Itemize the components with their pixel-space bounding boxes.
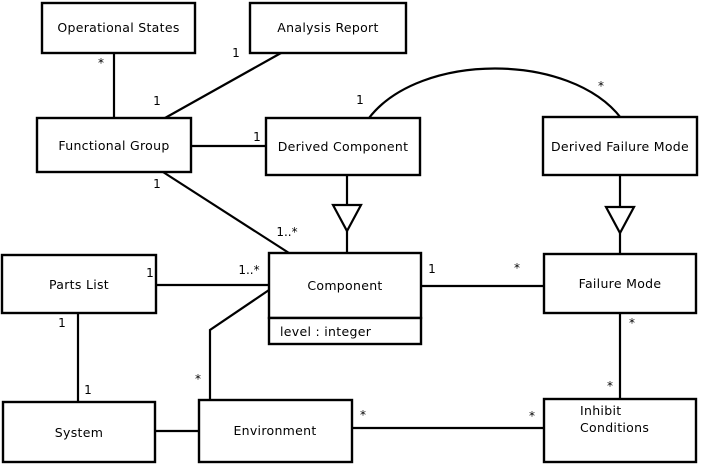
class-rect-component-name[interactable] bbox=[267, 251, 423, 320]
class-rect-component-attributes[interactable] bbox=[267, 316, 423, 346]
class-box-failure-mode[interactable]: Failure Mode bbox=[542, 252, 698, 315]
class-label-system: System bbox=[55, 425, 103, 440]
class-rect-inhibit-conditions[interactable] bbox=[542, 397, 698, 464]
class-label-functional-group: Functional Group bbox=[58, 138, 169, 153]
multiplicity-parts-list-system-1-top: 1 bbox=[58, 316, 66, 330]
multiplicity-component-from-functional-group-1star: 1..* bbox=[276, 225, 297, 239]
multiplicity-derived-component-arc-1: 1 bbox=[356, 93, 364, 107]
association-analysis-report-functional-group[interactable] bbox=[164, 52, 282, 119]
multiplicity-parts-list-system-1-bottom: 1 bbox=[84, 383, 92, 397]
multiplicity-functional-group-to-component-1: 1 bbox=[153, 177, 161, 191]
association-functional-group-component[interactable] bbox=[162, 171, 290, 254]
class-box-derived-component[interactable]: Derived Component bbox=[264, 116, 422, 177]
multiplicity-operational-states-star: * bbox=[98, 56, 104, 70]
multiplicity-component-failure-mode-1: 1 bbox=[428, 262, 436, 276]
multiplicity-functional-group-to-report-1: 1 bbox=[153, 94, 161, 108]
class-label-operational-states: Operational States bbox=[57, 20, 179, 35]
multiplicity-component-from-parts-list-1star: 1..* bbox=[238, 263, 259, 277]
class-label-environment: Environment bbox=[233, 423, 316, 438]
class-box-derived-failure-mode[interactable]: Derived Failure Mode bbox=[541, 115, 699, 177]
multiplicity-failure-mode-inhibit-star-top: * bbox=[629, 316, 635, 330]
class-label-failure-mode: Failure Mode bbox=[579, 276, 662, 291]
class-rect-operational-states[interactable] bbox=[40, 1, 197, 55]
class-box-analysis-report[interactable]: Analysis Report bbox=[248, 1, 408, 55]
class-label-analysis-report: Analysis Report bbox=[277, 20, 378, 35]
class-rect-analysis-report[interactable] bbox=[248, 1, 408, 55]
class-rect-functional-group[interactable] bbox=[35, 116, 193, 174]
class-label-derived-failure-mode: Derived Failure Mode bbox=[551, 139, 689, 154]
class-rect-parts-list[interactable] bbox=[0, 253, 158, 315]
multiplicity-derived-component-1: 1 bbox=[253, 130, 261, 144]
class-box-system[interactable]: System bbox=[1, 400, 157, 464]
class-label-derived-component: Derived Component bbox=[278, 139, 409, 154]
class-box-parts-list[interactable]: Parts List bbox=[0, 253, 158, 315]
class-label-inhibit-conditions-line2: Conditions bbox=[580, 420, 649, 435]
class-label-component: Component bbox=[307, 278, 382, 293]
generalization-arrow-derived-failure-mode-to-failure-mode[interactable] bbox=[604, 205, 636, 236]
multiplicity-environment-component-star: * bbox=[195, 372, 201, 386]
class-rect-derived-component[interactable] bbox=[264, 116, 422, 177]
class-box-functional-group[interactable]: Functional Group bbox=[35, 116, 193, 174]
class-label-inhibit-conditions-line1: Inhibit bbox=[580, 403, 621, 418]
multiplicity-failure-mode-inhibit-star-bottom: * bbox=[607, 379, 613, 393]
class-rect-system[interactable] bbox=[1, 400, 157, 464]
class-label-parts-list: Parts List bbox=[49, 277, 109, 292]
class-box-component[interactable]: Component level : integer bbox=[267, 251, 423, 346]
association-derived-component-derived-failure-mode[interactable] bbox=[368, 67, 622, 119]
class-rect-derived-failure-mode[interactable] bbox=[541, 115, 699, 177]
class-rect-failure-mode[interactable] bbox=[542, 252, 698, 315]
multiplicity-derived-failure-mode-arc-star: * bbox=[598, 79, 604, 93]
class-box-inhibit-conditions[interactable]: Inhibit Conditions bbox=[542, 397, 698, 464]
multiplicity-parts-list-component-1: 1 bbox=[146, 266, 154, 280]
class-box-operational-states[interactable]: Operational States bbox=[40, 1, 197, 55]
class-attribute-component-level: level : integer bbox=[280, 324, 372, 339]
multiplicity-failure-mode-from-component-star: * bbox=[514, 261, 520, 275]
multiplicity-analysis-report-1: 1 bbox=[232, 46, 240, 60]
association-component-environment[interactable] bbox=[208, 289, 270, 400]
class-box-environment[interactable]: Environment bbox=[197, 398, 354, 464]
generalization-arrow-derived-component-to-component[interactable] bbox=[331, 203, 363, 234]
class-rect-environment[interactable] bbox=[197, 398, 354, 464]
multiplicity-environment-inhibit-star-left: * bbox=[360, 408, 366, 422]
multiplicity-environment-inhibit-star-right: * bbox=[529, 409, 535, 423]
